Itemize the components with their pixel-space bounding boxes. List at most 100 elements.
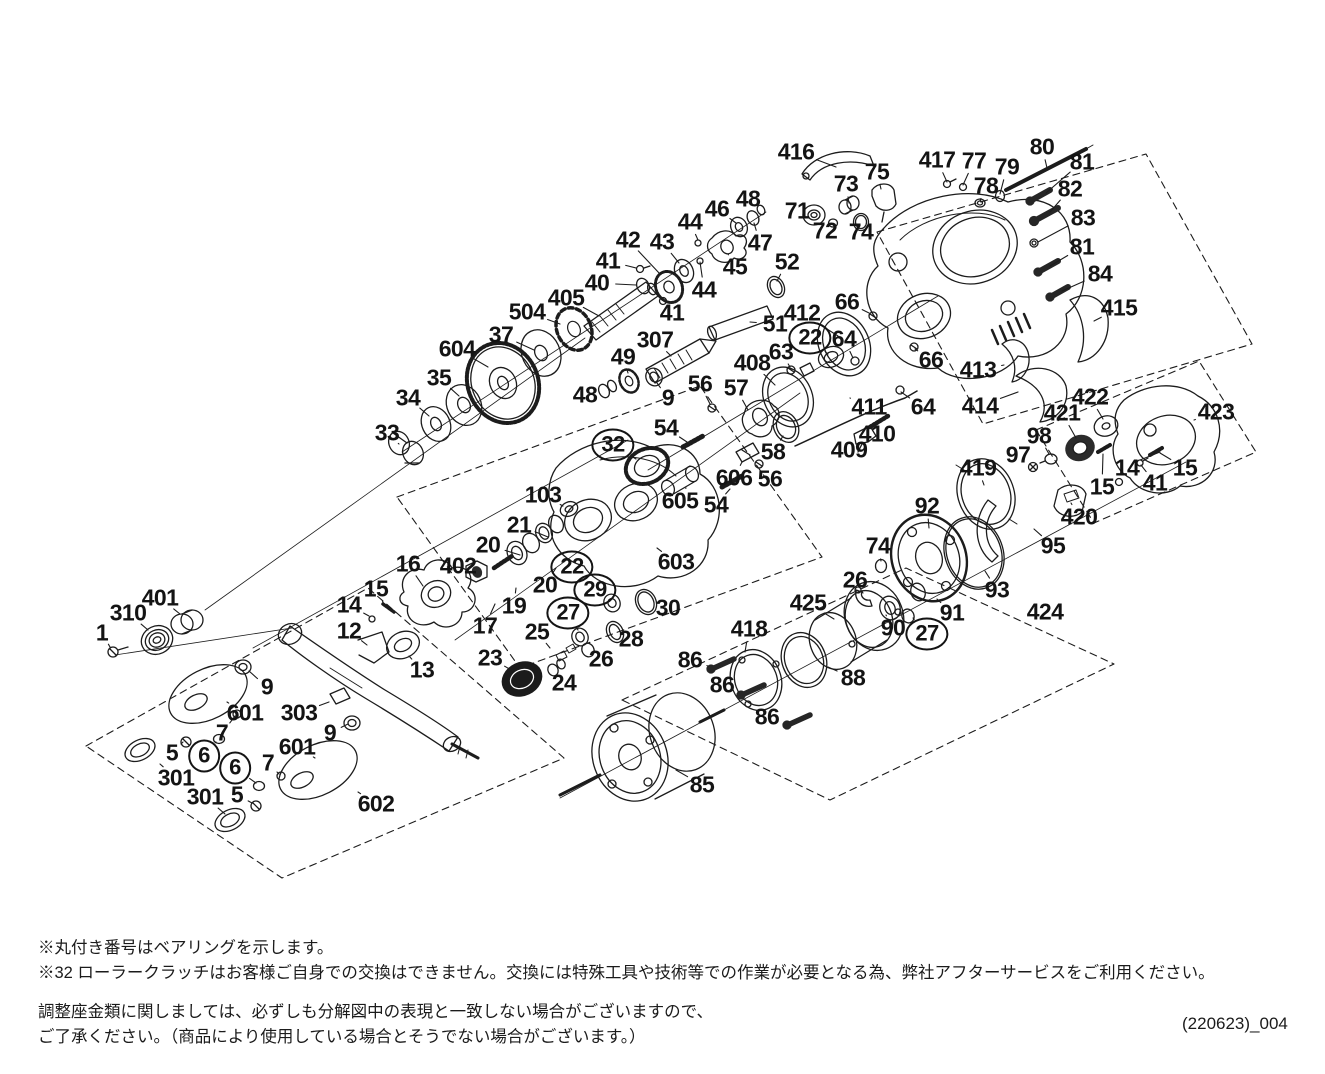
part-label-42: 42 [615, 226, 641, 253]
leader-line-423 [1193, 418, 1196, 421]
part-label-24: 24 [551, 669, 577, 696]
leader-line-401 [173, 608, 181, 615]
part-label-26: 26 [842, 566, 868, 593]
part-label-45: 45 [722, 253, 748, 280]
part-label-72: 72 [812, 217, 838, 244]
leader-line-408 [763, 373, 776, 386]
part-label-51: 51 [762, 310, 788, 337]
leader-line-13 [408, 655, 413, 660]
leader-line-91 [936, 598, 942, 604]
leader-line-92 [927, 518, 930, 529]
leader-line-66 [914, 348, 919, 352]
leader-line-79 [999, 179, 1005, 195]
assembly-group-boxes [85, 153, 1257, 879]
leader-line-405 [582, 306, 600, 317]
part-label-5: 5 [230, 781, 244, 808]
part-label-603: 603 [657, 548, 695, 575]
leader-line-33 [397, 442, 400, 445]
part-label-301: 301 [186, 783, 224, 810]
part-label-33: 33 [374, 419, 400, 446]
part-label-74: 74 [865, 532, 891, 559]
leader-line-63 [787, 363, 791, 368]
part-label-75: 75 [864, 158, 890, 185]
part-label-98: 98 [1026, 422, 1052, 449]
leader-line-301 [217, 807, 226, 815]
leader-line-7 [276, 771, 280, 775]
part-label-15: 15 [1089, 473, 1115, 500]
leader-line-80 [1044, 159, 1048, 169]
top-parts-art [801, 144, 1094, 302]
part-label-605: 605 [661, 487, 699, 514]
leader-line-64 [849, 350, 854, 359]
leader-line-307 [666, 351, 672, 357]
part-label-48: 48 [735, 185, 761, 212]
footnote-bearing-note: ※丸付き番号はベアリングを示します。 [38, 939, 334, 957]
part-label-27: 27 [546, 596, 590, 630]
part-label-64: 64 [910, 393, 936, 420]
part-label-424: 424 [1026, 598, 1064, 625]
part-label-9: 9 [323, 719, 337, 746]
footnote-shim-note-1: 調整座金類に関しましては、必ずしも分解図中の表現と一致しない場合がございますので… [38, 1003, 714, 1021]
part-label-34: 34 [395, 384, 421, 411]
leader-line-57 [742, 399, 749, 411]
leader-line-54 [725, 488, 731, 495]
footnote-roller-clutch-note: ※32 ローラークラッチはお客様ご自身での交換はできません。交換には特殊工具や技… [38, 964, 1215, 982]
part-label-82: 82 [1057, 175, 1083, 202]
part-label-47: 47 [747, 229, 773, 256]
part-label-63: 63 [768, 338, 794, 365]
leader-line-44 [694, 233, 699, 241]
part-label-58: 58 [760, 438, 786, 465]
leader-line-16 [415, 575, 424, 587]
document-number: (220623)_004 [1182, 1014, 1288, 1033]
part-label-410: 410 [858, 420, 896, 447]
leader-line-601 [312, 756, 316, 759]
part-label-22: 22 [550, 550, 594, 584]
leader-line-303 [318, 701, 330, 707]
part-label-79: 79 [994, 153, 1020, 180]
part-label-81: 81 [1069, 233, 1095, 260]
part-label-425: 425 [789, 589, 827, 616]
leader-line-32 [630, 455, 637, 460]
leader-line-603 [656, 547, 663, 552]
leader-line-51 [749, 321, 757, 324]
part-label-78: 78 [973, 172, 999, 199]
leader-line-504 [547, 318, 561, 325]
leader-line-56 [705, 395, 711, 405]
part-label-19: 19 [501, 592, 527, 619]
part-label-48: 48 [572, 381, 598, 408]
part-label-66: 66 [918, 346, 944, 373]
leader-line-41 [625, 264, 637, 269]
part-label-20: 20 [532, 571, 558, 598]
leader-line-98 [1045, 447, 1050, 455]
leader-line-9 [656, 382, 661, 389]
part-label-16: 16 [395, 550, 421, 577]
leader-line-34 [419, 407, 430, 417]
leader-line-46 [729, 217, 737, 224]
part-label-57: 57 [723, 374, 749, 401]
part-label-409: 409 [830, 436, 868, 463]
leader-line-21 [534, 531, 549, 538]
part-label-412: 412 [783, 299, 821, 326]
part-label-405: 405 [547, 284, 585, 311]
leader-line-58 [779, 435, 784, 441]
part-label-6: 6 [188, 739, 220, 773]
leader-line-22 [824, 350, 829, 355]
part-label-6: 6 [219, 751, 251, 785]
part-label-93: 93 [984, 576, 1010, 603]
leader-line-41 [1140, 464, 1147, 473]
part-label-81: 81 [1069, 148, 1095, 175]
leader-line-54 [678, 436, 688, 443]
part-label-84: 84 [1087, 260, 1113, 287]
part-label-41: 41 [595, 247, 621, 274]
part-label-103: 103 [524, 481, 562, 508]
part-label-43: 43 [649, 228, 675, 255]
leader-line-43 [670, 252, 680, 264]
palming-plate-art [955, 385, 1221, 563]
leader-line-84 [1061, 280, 1085, 292]
leader-line-301 [159, 763, 164, 768]
leader-line-414 [999, 391, 1019, 399]
part-label-20: 20 [475, 531, 501, 558]
part-label-422: 422 [1071, 383, 1109, 410]
part-label-13: 13 [409, 656, 435, 683]
